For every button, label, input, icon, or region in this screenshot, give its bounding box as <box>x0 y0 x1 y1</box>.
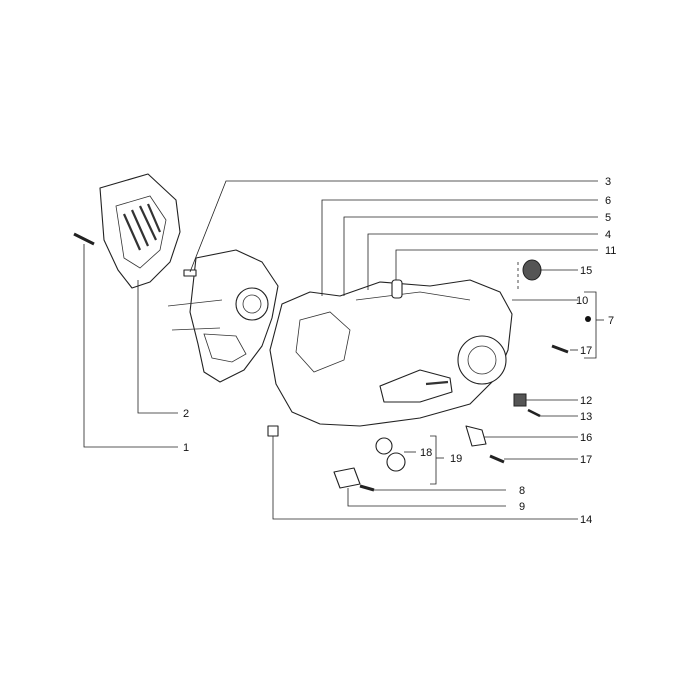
bolt-1 <box>73 232 95 246</box>
callout-17-upper: 17 <box>580 345 592 357</box>
seal-18 <box>375 437 406 472</box>
callout-15: 15 <box>580 265 592 277</box>
callout-12: 12 <box>580 395 592 407</box>
callout-2: 2 <box>183 408 189 420</box>
clamp-9 <box>333 467 361 489</box>
callout-14: 14 <box>580 514 592 526</box>
callout-1: 1 <box>183 442 189 454</box>
clip-12 <box>513 393 527 407</box>
bracket-16 <box>465 425 487 447</box>
callout-17-lower: 17 <box>580 454 592 466</box>
dowel-11 <box>391 279 403 299</box>
callout-7: 7 <box>608 315 614 327</box>
callout-10: 10 <box>576 295 588 307</box>
bolt-3 <box>183 269 197 277</box>
callout-9: 9 <box>519 501 525 513</box>
callout-8: 8 <box>519 485 525 497</box>
bush-15 <box>522 259 542 281</box>
left-crankcase <box>167 249 279 383</box>
callout-19: 19 <box>450 453 462 465</box>
callout-3: 3 <box>605 176 611 188</box>
leader-lines <box>83 180 604 520</box>
screw-8 <box>359 484 375 492</box>
callout-6: 6 <box>605 195 611 207</box>
screw-17b <box>489 454 505 464</box>
transmission-housing <box>269 279 513 427</box>
callout-4: 4 <box>605 229 611 241</box>
plug-14 <box>267 425 279 437</box>
callout-18: 18 <box>420 447 432 459</box>
fan-cover <box>99 173 181 289</box>
callout-16: 16 <box>580 432 592 444</box>
callout-5: 5 <box>605 212 611 224</box>
callout-13: 13 <box>580 411 592 423</box>
callout-labels: 1 2 3 4 5 6 7 8 9 10 11 12 13 14 15 16 1… <box>183 176 616 526</box>
callout-11: 11 <box>605 245 616 257</box>
screw-17a <box>551 344 569 354</box>
screw-13 <box>527 408 541 418</box>
